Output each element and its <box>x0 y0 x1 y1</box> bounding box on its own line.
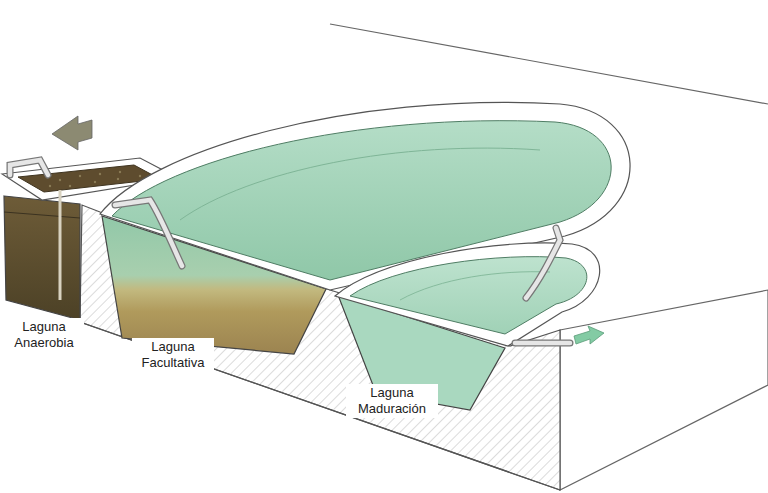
lagoon-label: Laguna Maduración <box>346 384 438 418</box>
lagoon-label: Laguna Anaerobia <box>4 318 84 352</box>
lagoon-label: Laguna Facultativa <box>132 338 214 372</box>
